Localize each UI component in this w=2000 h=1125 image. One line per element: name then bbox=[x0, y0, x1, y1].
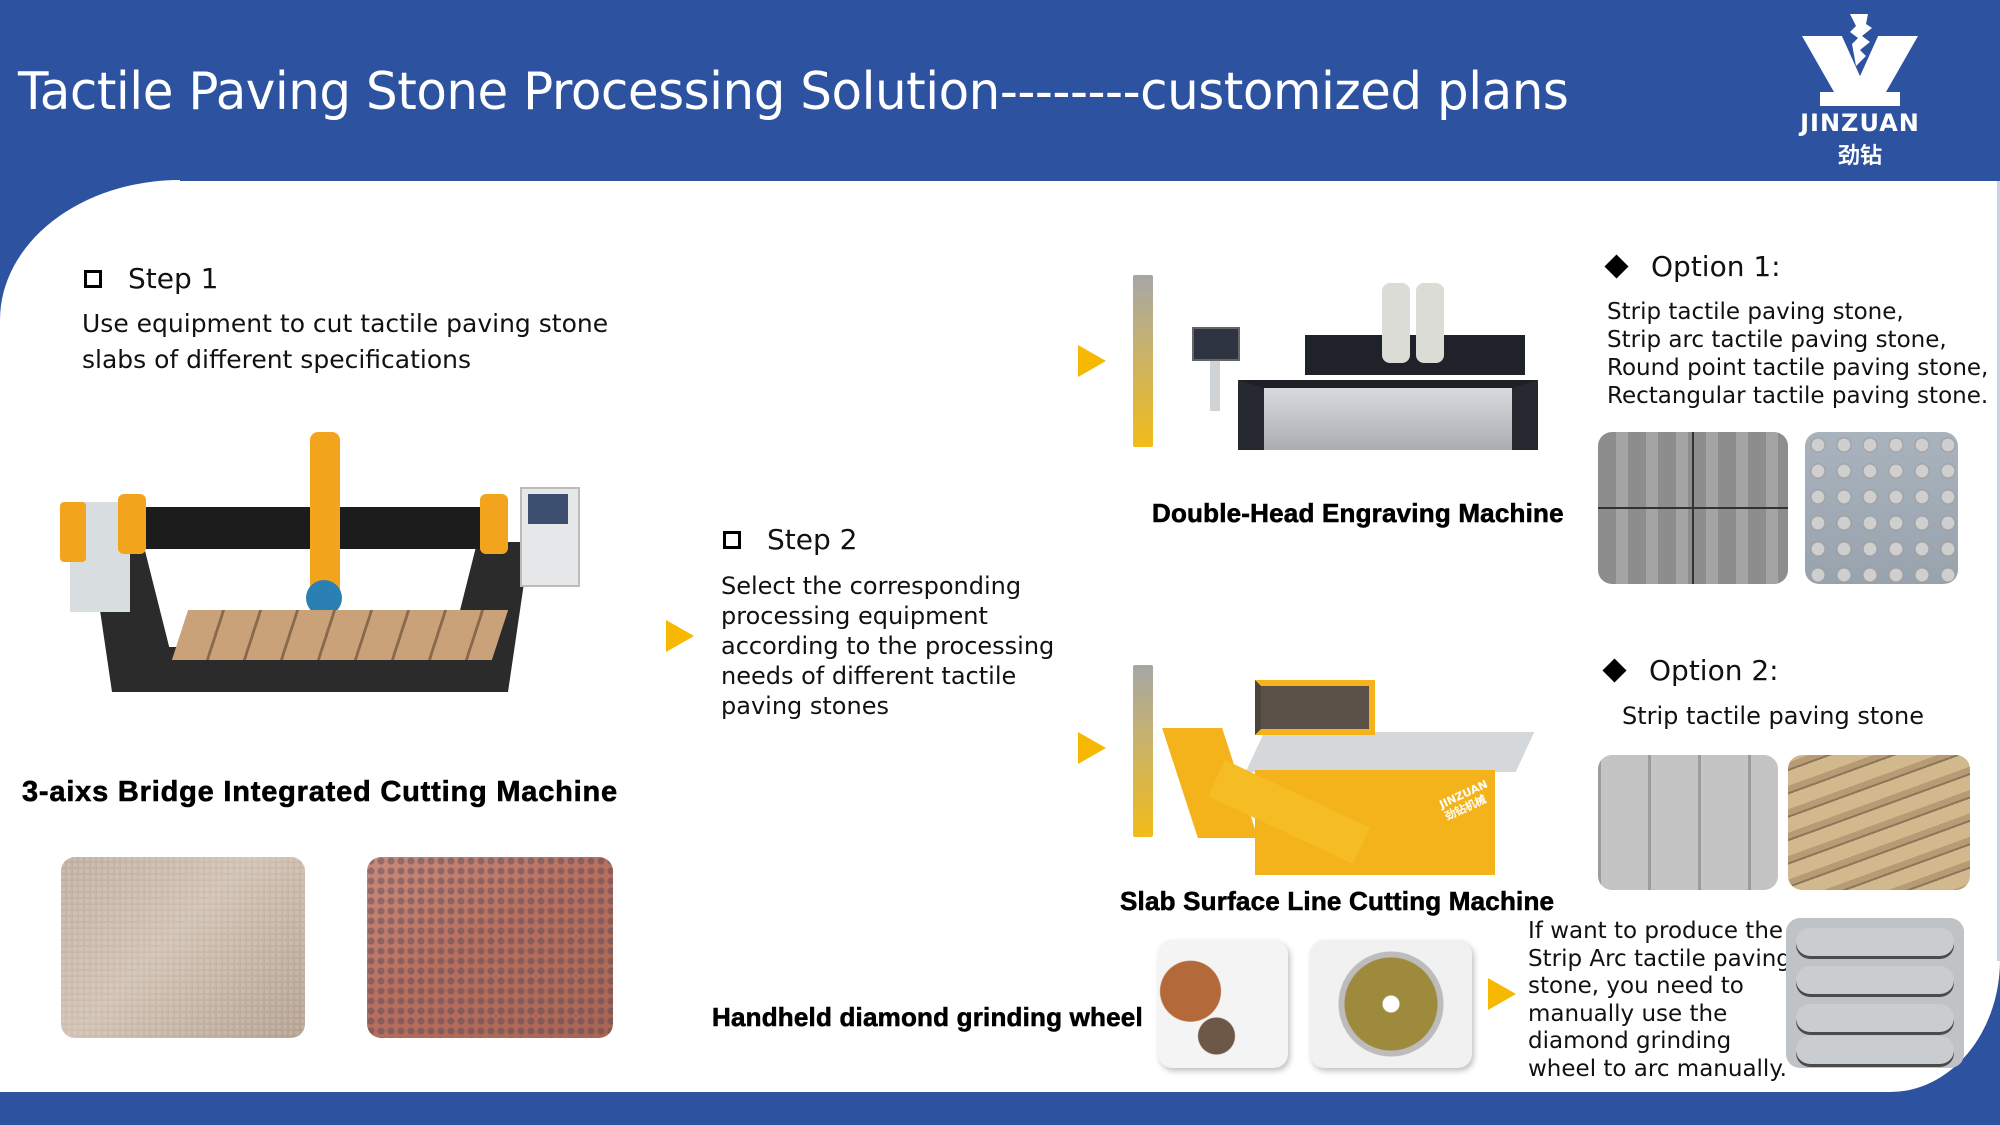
arc-strip bbox=[1796, 928, 1954, 956]
step1-heading: Step 1 bbox=[84, 262, 218, 295]
arc-note-line: manually use the bbox=[1528, 1000, 1728, 1027]
diamond-bullet-icon bbox=[1602, 658, 1627, 683]
logo-wordmark: JINZUAN bbox=[1800, 109, 1920, 137]
arc-strip bbox=[1796, 1036, 1954, 1064]
step1-description: Use equipment to cut tactile paving ston… bbox=[82, 306, 608, 378]
double-head-engraving-machine-image bbox=[1190, 265, 1550, 465]
option1-heading-label: Option 1: bbox=[1651, 250, 1781, 283]
double-head-engraving-machine-label: Double-Head Engraving Machine bbox=[1152, 498, 1564, 529]
option1-list-item: Round point tactile paving stone, bbox=[1607, 355, 1989, 381]
diamond-cup-wheel-photo bbox=[1310, 940, 1472, 1068]
option2-heading-label: Option 2: bbox=[1649, 654, 1779, 687]
grinding-wheel-label: Handheld diamond grinding wheel bbox=[712, 1002, 1143, 1033]
option1-list: Strip tactile paving stone, Strip arc ta… bbox=[1607, 298, 1988, 410]
arc-note-line: If want to produce the bbox=[1528, 918, 1784, 944]
arrow-right-icon bbox=[666, 620, 694, 652]
brand-logo: JINZUAN 劲钻 bbox=[1780, 14, 1940, 174]
arc-note: If want to produce the Strip Arc tactile… bbox=[1528, 918, 1791, 1083]
arc-note-line: Strip Arc tactile paving bbox=[1528, 945, 1791, 972]
bridge-cutting-machine-image bbox=[60, 432, 600, 712]
arrow-right-icon bbox=[1078, 345, 1106, 377]
option1-list-item: Strip tactile paving stone, bbox=[1607, 299, 1904, 325]
gradient-divider-bar bbox=[1133, 665, 1153, 837]
option2-description: Strip tactile paving stone bbox=[1622, 702, 1924, 730]
step2-description-line: paving stones bbox=[721, 692, 889, 720]
jinzuan-drill-logo-icon bbox=[1802, 14, 1918, 106]
header-bar bbox=[0, 0, 2000, 181]
granite-slab-photo bbox=[61, 857, 305, 1038]
arc-strip bbox=[1796, 1004, 1954, 1032]
option2-heading: Option 2: bbox=[1602, 654, 1779, 687]
square-bullet-icon bbox=[723, 530, 741, 549]
red-granite-slab-photo bbox=[367, 857, 613, 1038]
decorative-curve-top-left bbox=[0, 180, 180, 320]
option1-list-item: Strip arc tactile paving stone, bbox=[1607, 327, 1947, 353]
arc-strip bbox=[1796, 966, 1954, 994]
diamond-bullet-icon bbox=[1604, 254, 1629, 279]
slab-line-cutting-machine-label: Slab Surface Line Cutting Machine bbox=[1120, 886, 1555, 917]
page-title: Tactile Paving Stone Processing Solution… bbox=[18, 62, 1569, 122]
strip-tactile-gold-photo bbox=[1788, 755, 1970, 890]
arc-note-line: stone, you need to bbox=[1528, 973, 1744, 999]
gradient-divider-bar bbox=[1133, 275, 1153, 447]
arrow-right-icon bbox=[1078, 732, 1106, 764]
strip-tactile-grey-photo bbox=[1598, 755, 1778, 890]
step2-heading-label: Step 2 bbox=[767, 523, 858, 556]
arrow-right-icon bbox=[1488, 978, 1516, 1010]
round-point-tactile-photo bbox=[1805, 432, 1958, 584]
handheld-grinder-photo bbox=[1158, 940, 1288, 1068]
right-edge-line bbox=[1997, 181, 2000, 961]
strip-arc-tactile-photo bbox=[1786, 918, 1964, 1068]
tactile-paving-types-photo bbox=[1598, 432, 1788, 584]
logo-wordmark-cn: 劲钻 bbox=[1837, 144, 1882, 169]
arc-note-line: wheel to arc manually. bbox=[1528, 1055, 1787, 1082]
step2-heading: Step 2 bbox=[723, 523, 857, 556]
arc-note-line: diamond grinding bbox=[1528, 1028, 1732, 1054]
square-bullet-icon bbox=[84, 269, 102, 288]
step1-description-line: Use equipment to cut tactile paving ston… bbox=[82, 309, 609, 338]
footer-bar bbox=[0, 1092, 2000, 1125]
step1-description-line: slabs of different specifications bbox=[82, 345, 471, 374]
step2-description-line: needs of different tactile bbox=[721, 662, 1017, 690]
step2-description: Select the corresponding processing equi… bbox=[721, 571, 1054, 721]
step2-description-line: Select the corresponding bbox=[721, 572, 1022, 600]
step2-description-line: processing equipment bbox=[721, 602, 988, 630]
step1-heading-label: Step 1 bbox=[128, 262, 219, 295]
option1-list-item: Rectangular tactile paving stone. bbox=[1607, 383, 1989, 409]
bridge-cutting-machine-label: 3-aixs Bridge Integrated Cutting Machine bbox=[22, 776, 618, 809]
option1-heading: Option 1: bbox=[1604, 250, 1781, 283]
step2-description-line: according to the processing bbox=[721, 632, 1055, 660]
